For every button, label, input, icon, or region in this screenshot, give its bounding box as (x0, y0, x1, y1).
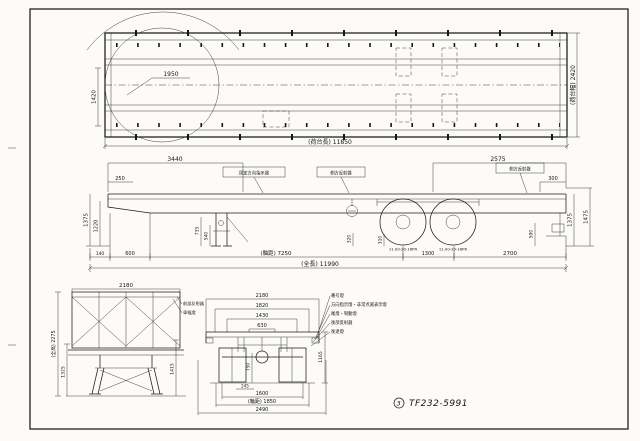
dim-1600: 1600 (256, 391, 269, 397)
label-side-reflector-mid: 側方反射器 (330, 170, 352, 177)
dim-2700: 2700 (503, 251, 517, 257)
dim-140: 140 (96, 251, 105, 257)
label-fixed-turn-indicator: 固定方向指示器 (239, 170, 270, 177)
dim-250: 250 (115, 176, 125, 182)
label-rear-reflector: 後部反射器 (331, 319, 353, 326)
dim-wheelbase: (軸距) 7250 (260, 249, 292, 257)
label-front-reflector: 前部反射器 (183, 300, 205, 307)
front-deck (68, 349, 184, 368)
landing-gear (211, 213, 249, 247)
tire-spec-front: 11.00-20-16PR (389, 247, 418, 252)
side-fitting (346, 199, 358, 217)
dim-bed-width: (荷台幅) 2420 (569, 65, 577, 105)
dim-300: 300 (548, 176, 558, 182)
dim-overall-height: (全高) 2275 (50, 330, 57, 357)
tire-spec-rear: 11.00-20-16PR (439, 247, 468, 252)
hidden-wheel-outlines (262, 47, 458, 128)
swing-radius-circle (104, 27, 220, 143)
support-legs (91, 367, 161, 395)
swing-clearance-arc (86, 11, 240, 51)
dim-310: 310 (378, 236, 384, 245)
dim-radius: 1950 (163, 71, 178, 78)
front-view: 2180 (全高) 2275 1325 1415 前部反射器 車幅燈 (50, 283, 205, 397)
circled-number (393, 397, 405, 409)
dim-rear-1430: 1430 (256, 313, 269, 319)
axle-center (255, 350, 269, 364)
dim-rear-1820: 1820 (256, 303, 269, 309)
rear-view: 2180 1820 1430 630 1165 750 245 1600 (輪距… (197, 292, 388, 415)
top-view: 1950 1420 (荷台長) 11850 (荷台幅) 2420 (86, 11, 580, 149)
rear-wheels (379, 198, 477, 246)
dim-1415: 1415 (170, 363, 176, 375)
dim-540: 540 (204, 232, 210, 241)
chassis-profile (107, 193, 567, 214)
label-reverse-lamp: 後退燈 (331, 328, 345, 335)
drawing-number-index: 3 (397, 400, 402, 408)
dim-1475: 1475 (584, 210, 590, 224)
dim-2575: 2575 (490, 156, 505, 163)
label-number-lamp: 番号燈 (331, 292, 345, 299)
dim-1300: 1300 (422, 251, 435, 257)
dim-2490: 2490 (256, 407, 269, 413)
label-clearance-lamp: 車幅燈 (183, 309, 196, 316)
spring-line (376, 199, 480, 206)
dim-bed-length: (荷台長) 11850 (308, 138, 352, 146)
label-side-reflector-rear: 側方反射器 (509, 166, 531, 173)
drawing-number-code: TF232-5991 (409, 399, 468, 409)
dual-wheels (218, 347, 307, 383)
dim-overall-length: (全長) 11990 (301, 260, 339, 268)
dim-1165: 1165 (318, 351, 324, 363)
tail-lamp-left (205, 337, 214, 344)
dim-320: 320 (347, 235, 353, 244)
dim-height-right: 1375 (568, 213, 574, 227)
rear-body (205, 331, 320, 358)
binder-marks (8, 147, 16, 346)
drawing-border-frame (29, 8, 629, 430)
dim-3440: 3440 (167, 156, 182, 163)
tail-lamp-bracket (551, 223, 565, 233)
dim-front-width: 2180 (119, 283, 133, 289)
label-tail-stop: 尾燈・制動燈 (331, 310, 357, 317)
dim-590: 590 (529, 230, 535, 239)
dim-height-left: 1375 (84, 213, 90, 227)
dim-750: 750 (246, 363, 251, 371)
dim-rear-2180: 2180 (256, 293, 269, 299)
dim-1325: 1325 (61, 366, 67, 378)
dim-inner-width: 1420 (92, 90, 98, 104)
dim-track: (輪距) 1850 (248, 398, 276, 405)
dim-600: 600 (125, 251, 135, 257)
dim-rear-630: 630 (257, 323, 267, 329)
dim-735: 735 (195, 227, 201, 236)
side-view: 固定方向指示器 側方反射器 側方反射器 3440 250 2575 300 13… (84, 156, 594, 272)
tail-lamp-right (311, 337, 320, 344)
label-turn-hazard: 方向指示燈・非常点滅表示燈 (331, 301, 388, 308)
dim-245: 245 (241, 384, 249, 389)
drawing-number: 3 TF232-5991 (393, 397, 468, 409)
dim-1220: 1220 (94, 220, 100, 233)
